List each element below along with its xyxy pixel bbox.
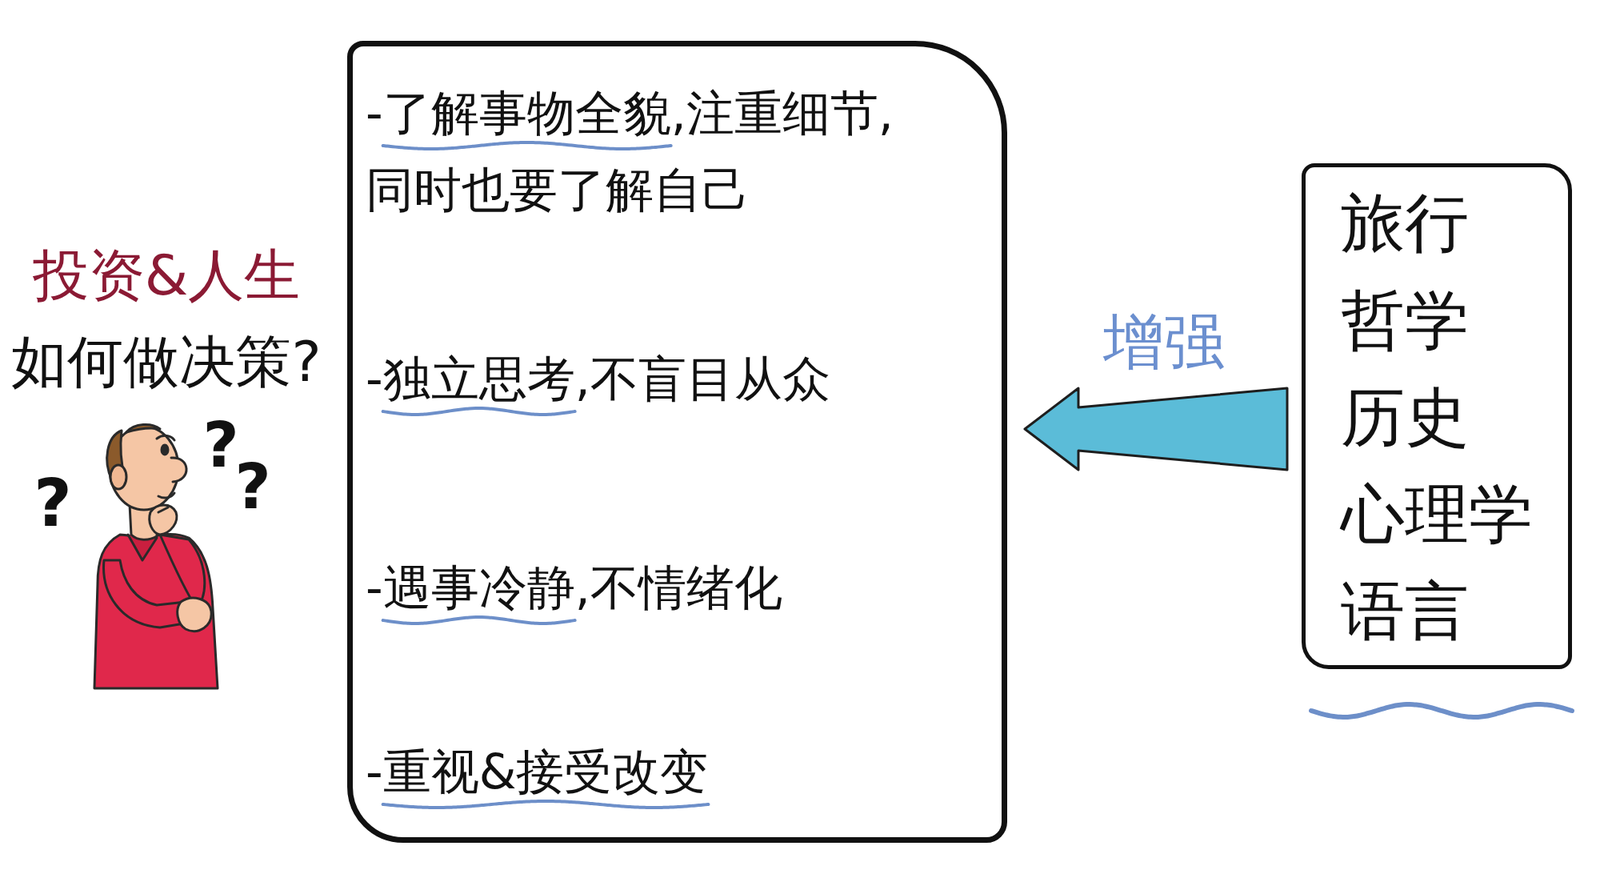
man-brow [156,435,175,440]
man-ear [110,464,127,489]
point-text: -独立思考,不盲目从众 [365,340,831,417]
thinking-man [94,424,218,688]
question-text: 如何做决策? [11,324,321,400]
edge-label: 增强 [1103,301,1225,384]
question-mark: ? [202,408,239,481]
wavy-underline [383,616,576,624]
topic-title: 投资&人生 [32,238,301,314]
subject-text: 旅行 [1340,184,1469,262]
man-nose [171,457,187,482]
question-mark: ? [234,450,271,523]
subject-text: 语言 [1340,572,1469,650]
wavy-underline [383,800,709,808]
question-mark: ? [33,464,72,541]
man-mouth [158,492,175,498]
wavy-underline [383,142,672,149]
man-hand-chin [149,504,177,535]
point-text: -遇事冷静,不情绪化 [365,548,783,626]
wavy-underline [1311,704,1572,717]
subject-text: 心理学 [1340,476,1533,553]
subject-box: 旅行哲学历史心理学语言 [1301,163,1572,669]
block-arrow [1024,388,1288,470]
wavy-underline [383,408,576,415]
man-hand-chest [177,597,212,631]
point-text: -了解事物全貌,注重细节, 同时也要了解自己 [365,74,990,228]
point-text: -重视&接受改变 [365,732,708,810]
man-eye [161,444,168,455]
man-arm-folded [104,560,189,628]
point-box: -了解事物全貌,注重细节, 同时也要了解自己 -独立思考,不盲目从众 -遇事冷静,不… [347,40,1008,843]
man-finger [158,507,168,512]
subject-text: 历史 [1340,379,1469,456]
man-hair-top [126,424,160,432]
subject-text: 哲学 [1340,282,1469,360]
man-shirt [94,533,218,688]
